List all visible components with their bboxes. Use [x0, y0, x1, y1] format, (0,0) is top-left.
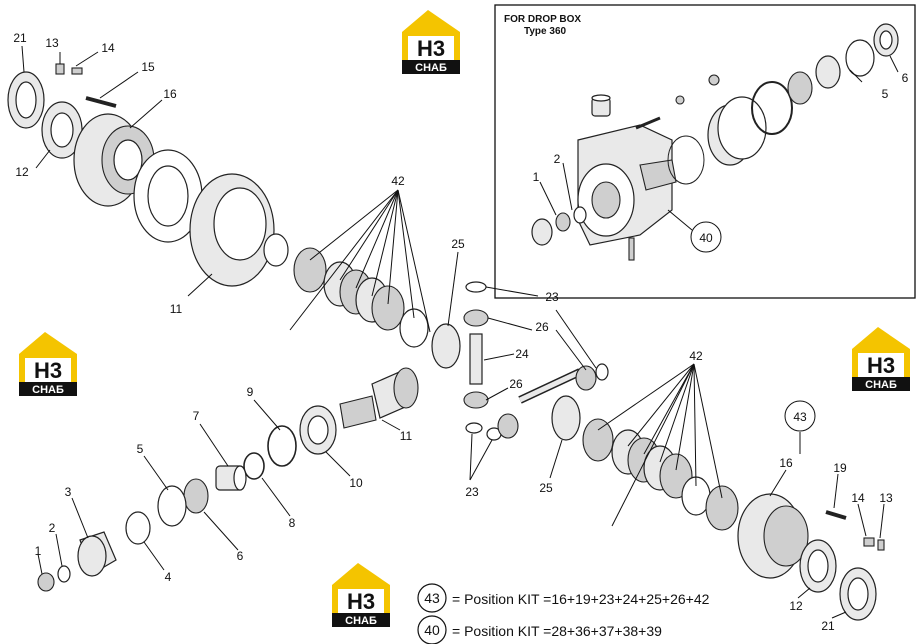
label-9: 9 — [247, 385, 254, 399]
kit-43-circle — [417, 583, 447, 613]
bearing-6 — [183, 478, 209, 514]
label-16-left: 16 — [163, 87, 177, 101]
bearing-chain-bottom-left — [37, 405, 337, 592]
label-23-top: 23 — [545, 290, 559, 304]
drop-box-gear — [635, 23, 899, 130]
seal-5 — [157, 485, 187, 527]
logo-mark: H3 — [417, 36, 445, 61]
label-8: 8 — [289, 516, 296, 530]
label-11-top: 11 — [170, 302, 183, 316]
side-gear-25-top — [431, 323, 461, 369]
label-43: 43 — [793, 410, 807, 424]
label-16-right: 16 — [779, 456, 793, 470]
logo-sub: CHAБ — [865, 379, 897, 391]
cross-pin-24 — [469, 333, 483, 385]
nut-1 — [37, 572, 55, 592]
logo-sub: CHAБ — [415, 62, 447, 74]
bolt-15 — [85, 96, 117, 108]
kit-40-text: = Position KIT =28+36+37+38+39 — [452, 623, 662, 639]
housing-group-left — [7, 63, 289, 287]
pin-14-left — [71, 67, 83, 75]
ring-9 — [267, 425, 297, 467]
label-13-left: 13 — [45, 36, 59, 50]
label-21-left: 21 — [13, 31, 27, 45]
inset-label-5: 5 — [882, 87, 889, 101]
bolt-13-left — [55, 63, 65, 75]
logo-mark: H3 — [34, 358, 62, 383]
label-4: 4 — [165, 570, 172, 584]
kit-43: 43 = Position KIT =16+19+23+24+25+26+42 — [417, 583, 710, 613]
label-12-right: 12 — [789, 599, 803, 613]
pinion-26-top — [463, 309, 489, 327]
kit-43-text: = Position KIT =16+19+23+24+25+26+42 — [452, 591, 710, 607]
logo-left: H3 CHAБ — [19, 332, 77, 396]
label-11-bottom: 11 — [400, 429, 413, 443]
label-23-bottom: 23 — [465, 485, 479, 499]
logo-mark: H3 — [867, 353, 895, 378]
housing-group-right — [737, 493, 885, 621]
spider-assembly — [463, 281, 609, 441]
drop-box-housing — [577, 94, 677, 246]
kit-40: 40 = Position KIT =28+36+37+38+39 — [417, 615, 662, 644]
label-3: 3 — [65, 485, 72, 499]
label-10: 10 — [349, 476, 363, 490]
label-26-bottom: 26 — [509, 377, 523, 391]
pinion-26-mid — [463, 391, 489, 409]
bolt-19 — [825, 510, 847, 520]
label-13-right: 13 — [879, 491, 893, 505]
inset-title: FOR DROP BOX — [504, 14, 581, 25]
washer-2 — [57, 565, 71, 583]
label-24: 24 — [515, 347, 529, 361]
drop-box-inset: FOR DROP BOX Type 360 — [494, 4, 916, 299]
pin-14-right — [863, 537, 875, 547]
inset-subtitle: Type 360 — [524, 26, 566, 37]
pinion-shaft-11 — [339, 367, 419, 429]
disc-pack-42-bottom — [582, 418, 739, 531]
label-1: 1 — [35, 544, 42, 558]
label-6: 6 — [237, 549, 244, 563]
side-gear-25-bottom — [551, 395, 581, 441]
inset-label-6: 6 — [902, 71, 909, 85]
inset-label-2: 2 — [554, 152, 561, 166]
logo-right: H3 CHAБ — [852, 327, 910, 391]
pinion-26-right — [575, 365, 597, 391]
logo-bottom: H3 CHAБ — [332, 563, 390, 627]
inset-label-1: 1 — [533, 170, 540, 184]
kit-40-number: 40 — [424, 622, 440, 638]
label-26-top: 26 — [535, 320, 549, 334]
inset-label-40: 40 — [699, 231, 713, 245]
label-19: 19 — [833, 461, 847, 475]
label-42-bottom: 42 — [689, 349, 703, 363]
label-12-left: 12 — [15, 165, 29, 179]
logo-sub: CHAБ — [32, 384, 64, 396]
label-5: 5 — [137, 442, 144, 456]
label-14-right: 14 — [851, 491, 865, 505]
label-14-left: 14 — [101, 41, 115, 55]
ring-4 — [125, 511, 151, 545]
ring-8 — [243, 452, 265, 480]
part-labels: 21 13 14 15 16 12 42 11 25 23 26 24 42 9… — [13, 31, 893, 633]
label-25-bottom: 25 — [539, 481, 553, 495]
kit-43-number: 43 — [424, 590, 440, 606]
kit-40-circle — [417, 615, 447, 644]
logo-sub: CHAБ — [345, 615, 377, 627]
leader-lines — [21, 45, 885, 619]
label-7: 7 — [193, 409, 200, 423]
logo-top: H3 CHAБ — [402, 10, 460, 74]
label-21-right: 21 — [821, 619, 835, 633]
inset-frame — [494, 4, 916, 299]
label-25-top: 25 — [451, 237, 465, 251]
label-42-top: 42 — [391, 174, 405, 188]
disc-pack-42-top — [293, 247, 461, 369]
label-15: 15 — [141, 60, 155, 74]
logo-mark: H3 — [347, 589, 375, 614]
washer-23-top — [465, 281, 487, 293]
kit-legend: 43 = Position KIT =16+19+23+24+25+26+42 … — [417, 583, 710, 644]
label-2: 2 — [49, 521, 56, 535]
bolt-13-right — [877, 539, 885, 551]
drop-box-cover — [667, 81, 793, 185]
